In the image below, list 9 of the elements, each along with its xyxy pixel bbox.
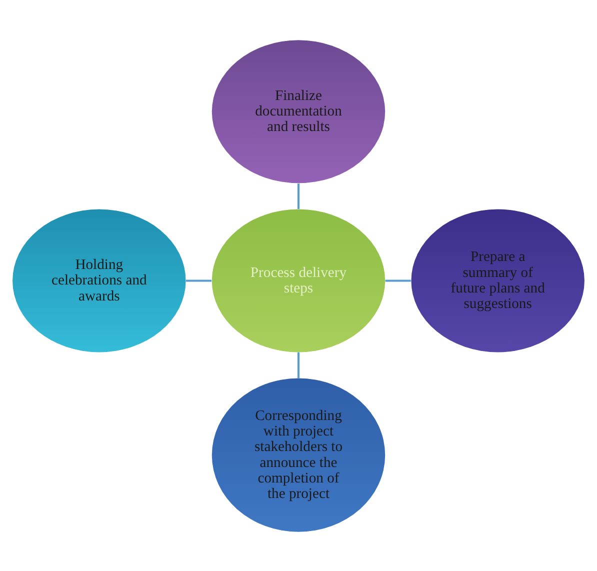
connector	[297, 352, 300, 378]
node-ellipse: Process delivery steps	[212, 208, 386, 352]
connector	[385, 279, 411, 282]
connector	[186, 279, 212, 282]
node-ellipse: Holding celebrations and awards	[12, 208, 186, 352]
connector	[297, 183, 300, 209]
node-ellipse: Prepare a summary of future plans and suggestions	[411, 208, 584, 352]
node-ellipse: Corresponding with project stakeholders to announce the completion of the project	[212, 378, 386, 532]
node-ellipse: Finalize documentation and results	[212, 40, 386, 183]
